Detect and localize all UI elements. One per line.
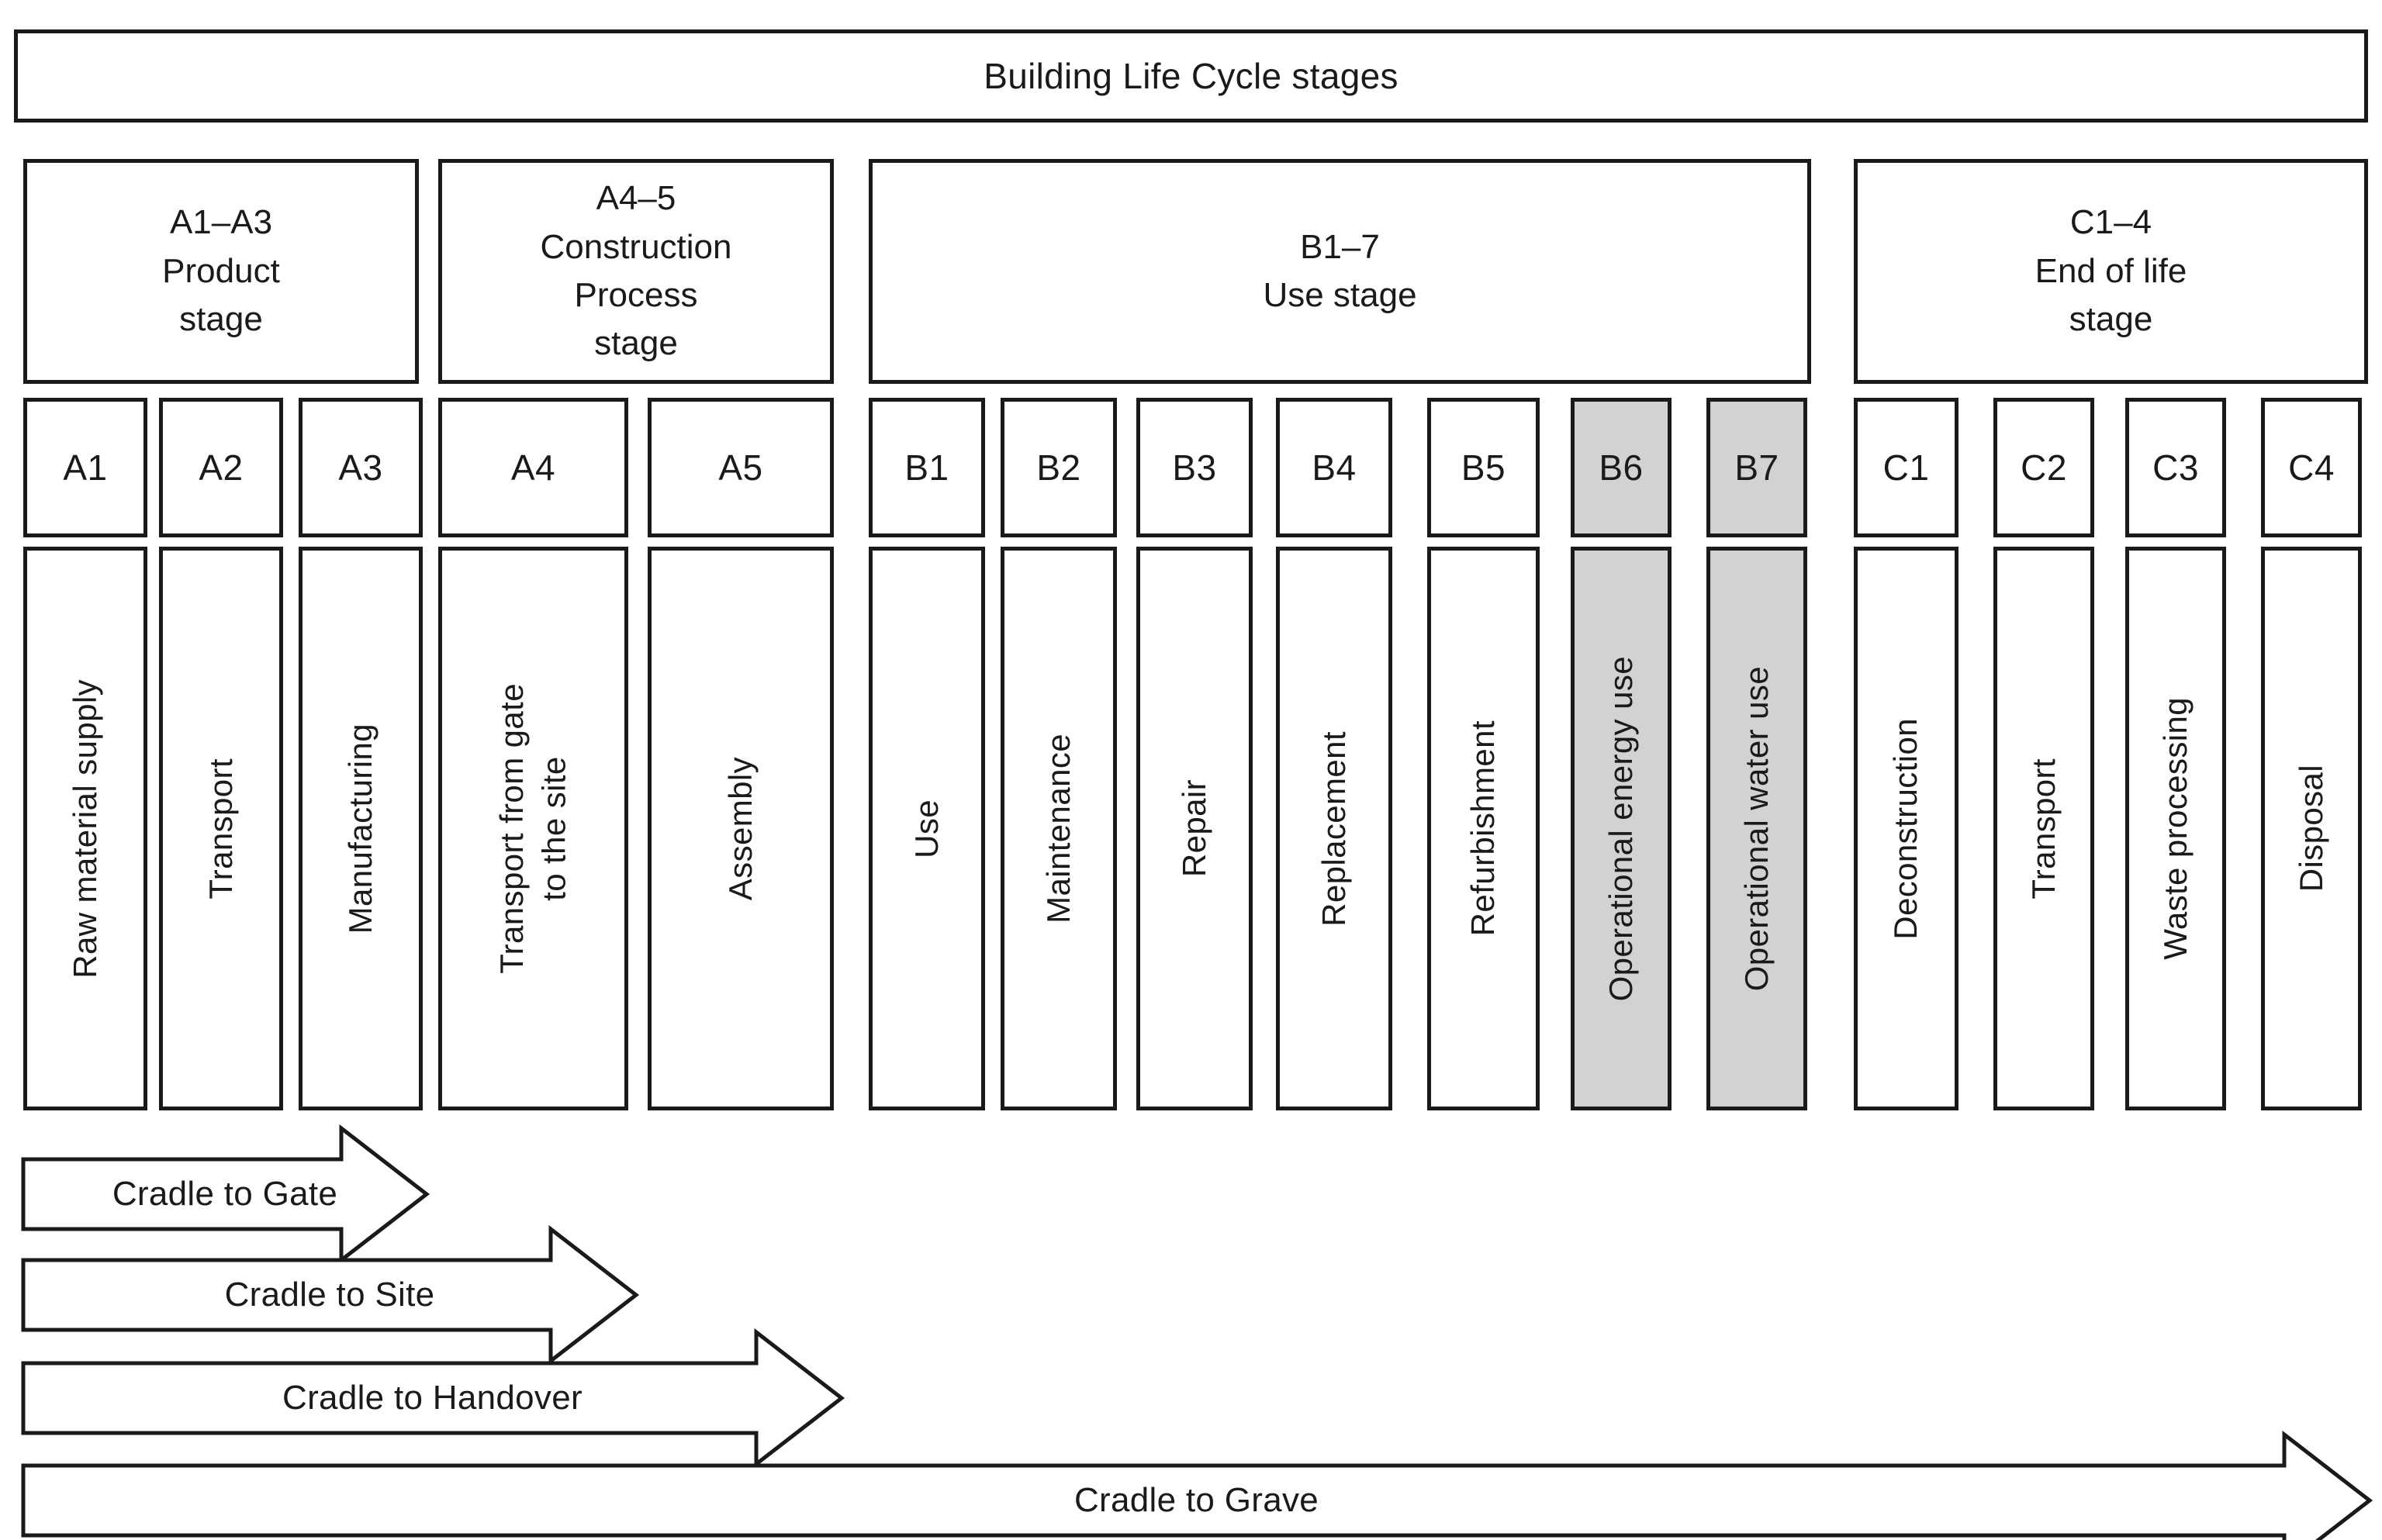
stage-code-label: B5 <box>1461 447 1506 488</box>
stage-box-a5: Assembly <box>648 547 834 1110</box>
stage-box-label: Maintenance <box>1039 734 1077 924</box>
stage-box-label: Use <box>908 799 945 858</box>
stage-box-b2: Maintenance <box>1001 547 1117 1110</box>
stage-box-label: Operational energy use <box>1602 655 1639 1002</box>
arrow-shape <box>21 1430 2373 1540</box>
stage-box-label: Repair <box>1175 779 1212 878</box>
stage-box-label: Disposal <box>2292 765 2329 893</box>
stage-box-b3: Repair <box>1136 547 1253 1110</box>
stage-box-c2: Transport <box>1993 547 2094 1110</box>
group-header-line: stage <box>179 300 263 339</box>
stage-box-label: Assembly <box>721 756 759 901</box>
stage-code-label: C2 <box>2021 447 2067 488</box>
arrow-shape <box>21 1328 845 1469</box>
stage-code-label: A1 <box>63 447 108 488</box>
stage-code-label: A4 <box>510 447 556 488</box>
stage-box-a1: Raw material supply <box>23 547 147 1110</box>
stage-box-label: Raw material supply <box>66 678 103 979</box>
stage-box-a2: Transport <box>159 547 283 1110</box>
stage-box-b4: Replacement <box>1276 547 1392 1110</box>
stage-code-a4: A4 <box>438 398 628 537</box>
stage-box-label: Operational water use <box>1737 665 1775 992</box>
stage-code-c2: C2 <box>1993 398 2094 537</box>
stage-box-label: Transport <box>202 758 239 899</box>
arrow-shape <box>21 1224 640 1366</box>
stage-code-label: B2 <box>1036 447 1081 488</box>
stage-code-label: B3 <box>1172 447 1217 488</box>
stage-code-label: A5 <box>718 447 763 488</box>
stage-box-c3: Waste processing <box>2125 547 2226 1110</box>
stage-code-b1: B1 <box>869 398 985 537</box>
stage-code-b4: B4 <box>1276 398 1392 537</box>
stage-code-c3: C3 <box>2125 398 2226 537</box>
stage-box-label: Manufacturing <box>341 723 379 934</box>
group-header-line: Product <box>162 251 280 290</box>
group-header-line: Process <box>574 276 698 314</box>
stage-code-label: C1 <box>1882 447 1930 488</box>
stage-box-label: Transport from gate to the site <box>493 683 572 974</box>
group-header-line: End of life <box>2035 251 2187 290</box>
stage-code-b2: B2 <box>1001 398 1117 537</box>
stage-box-c1: Deconstruction <box>1854 547 1958 1110</box>
stage-box-label: Refurbishment <box>1464 720 1502 937</box>
stage-code-a3: A3 <box>299 398 423 537</box>
stage-box-label: Transport <box>2024 758 2062 899</box>
stage-code-a5: A5 <box>648 398 834 537</box>
group-header-line: Use stage <box>1263 276 1417 314</box>
stage-code-b7: B7 <box>1706 398 1807 537</box>
stage-box-b5: Refurbishment <box>1427 547 1540 1110</box>
arrow-shape <box>21 1124 430 1265</box>
group-header-line: A4–5 <box>596 179 676 218</box>
stage-code-label: B7 <box>1734 447 1779 488</box>
stage-code-label: A2 <box>199 447 244 488</box>
stage-box-a4: Transport from gate to the site <box>438 547 628 1110</box>
stage-box-b7: Operational water use <box>1706 547 1807 1110</box>
stage-code-b3: B3 <box>1136 398 1253 537</box>
stage-code-b6: B6 <box>1571 398 1672 537</box>
stage-code-label: A3 <box>338 447 383 488</box>
stage-code-b5: B5 <box>1427 398 1540 537</box>
stage-code-label: C3 <box>2152 447 2199 488</box>
stage-box-a3: Manufacturing <box>299 547 423 1110</box>
stage-box-b1: Use <box>869 547 985 1110</box>
stage-box-c4: Disposal <box>2261 547 2362 1110</box>
scope-arrow-cradle-to-grave: Cradle to Grave <box>21 1430 2373 1540</box>
stage-box-b6: Operational energy use <box>1571 547 1672 1110</box>
group-header-line: stage <box>2069 300 2153 339</box>
stage-box-label: Replacement <box>1315 730 1352 927</box>
stage-code-label: B1 <box>904 447 949 488</box>
stage-code-c4: C4 <box>2261 398 2362 537</box>
group-header-line: A1–A3 <box>169 203 273 242</box>
stage-code-label: C4 <box>2288 447 2335 488</box>
stage-box-label: Waste processing <box>2156 697 2194 960</box>
stage-code-label: B6 <box>1599 447 1644 488</box>
group-header-line: stage <box>594 324 678 363</box>
stage-code-c1: C1 <box>1854 398 1958 537</box>
stage-code-a1: A1 <box>23 398 147 537</box>
group-header-line: C1–4 <box>2069 203 2152 242</box>
stage-code-label: B4 <box>1312 447 1357 488</box>
stage-box-label: Deconstruction <box>1887 717 1924 940</box>
diagram-title-bar: Building Life Cycle stages <box>14 29 2368 123</box>
stage-code-a2: A2 <box>159 398 283 537</box>
group-header-line: B1–7 <box>1300 227 1380 266</box>
group-header-line: Construction <box>540 227 732 266</box>
page-title: Building Life Cycle stages <box>984 56 1398 96</box>
